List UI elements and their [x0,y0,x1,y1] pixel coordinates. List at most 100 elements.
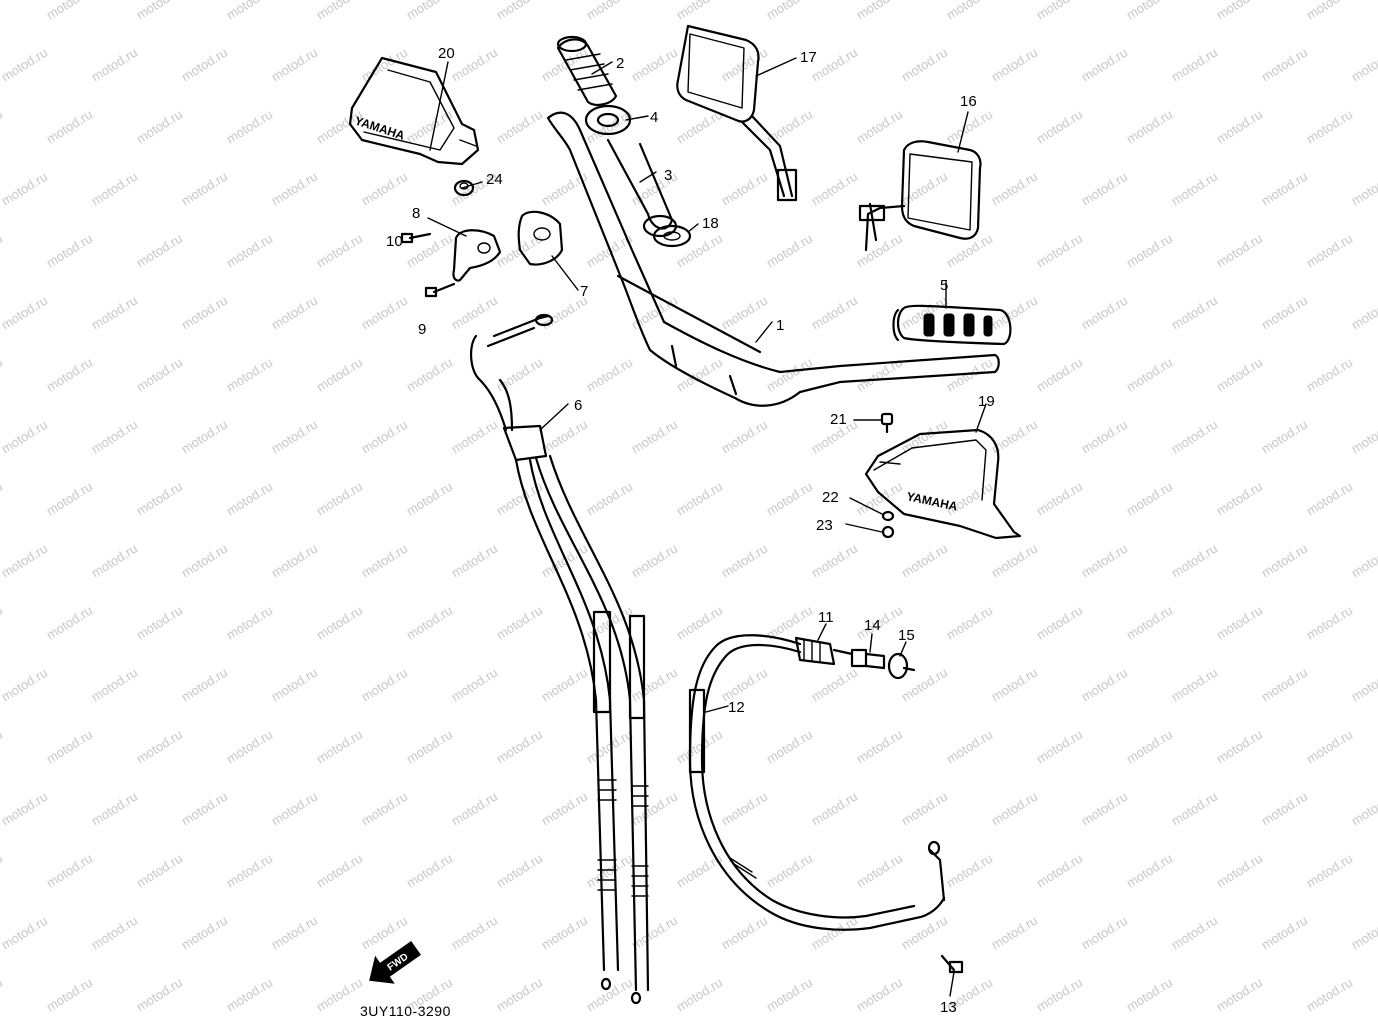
watermark-text: motod.ru [1349,789,1378,829]
watermark-text: motod.ru [89,665,140,705]
watermark-text: motod.ru [269,45,320,85]
part-num-9: 9 [418,321,426,338]
watermark-text: motod.ru [0,603,5,643]
watermark-text: motod.ru [134,851,185,891]
mirror-left [676,24,798,202]
watermark-text: motod.ru [1304,603,1355,643]
watermark-text: motod.ru [449,293,500,333]
watermark-text: motod.ru [1304,851,1355,891]
screw-10 [400,232,432,244]
watermark-text: motod.ru [404,479,455,519]
watermark-text: motod.ru [494,107,545,147]
watermark-text: motod.ru [1079,541,1130,581]
watermark-text: motod.ru [359,45,410,85]
watermark-text: motod.ru [44,727,95,767]
clutch-cable [688,634,946,931]
adjust-bolt [850,648,886,670]
part-num-21: 21 [830,411,847,428]
watermark-text: motod.ru [89,789,140,829]
watermark-text: motod.ru [0,169,50,209]
watermark-text: motod.ru [494,0,545,23]
watermark-text: motod.ru [1034,231,1085,271]
watermark-text: motod.ru [404,603,455,643]
watermark-text: motod.ru [629,665,680,705]
watermark-text: motod.ru [134,975,185,1015]
watermark-text: motod.ru [989,45,1040,85]
watermark-text: motod.ru [944,851,995,891]
watermark-text: motod.ru [269,913,320,953]
watermark-text: motod.ru [854,975,905,1015]
watermark-text: motod.ru [674,851,725,891]
watermark-text: motod.ru [989,789,1040,829]
watermark-text: motod.ru [1124,355,1175,395]
watermark-text: motod.ru [0,975,5,1015]
watermark-text: motod.ru [629,541,680,581]
watermark-text: motod.ru [269,417,320,457]
watermark-text: motod.ru [89,169,140,209]
watermark-text: motod.ru [764,0,815,23]
nut-23 [881,525,895,539]
watermark-text: motod.ru [359,169,410,209]
watermark-text: motod.ru [1214,727,1265,767]
watermark-text: motod.ru [1259,789,1310,829]
watermark-text: motod.ru [1259,665,1310,705]
watermark-text: motod.ru [0,231,5,271]
watermark-text: motod.ru [359,665,410,705]
watermark-text: motod.ru [539,417,590,457]
watermark-text: motod.ru [944,0,995,23]
watermark-text: motod.ru [224,107,275,147]
grip-collar [584,104,632,136]
watermark-text: motod.ru [44,107,95,147]
watermark-text: motod.ru [989,169,1040,209]
watermark-text: motod.ru [1214,107,1265,147]
watermark-text: motod.ru [809,789,860,829]
watermark-text: motod.ru [899,789,950,829]
watermark-text: motod.ru [0,727,5,767]
watermark-text: motod.ru [1034,975,1085,1015]
part-num-10: 10 [386,233,403,250]
watermark-text: motod.ru [89,293,140,333]
throttle-cable [470,313,650,1005]
watermark-text: motod.ru [1349,913,1378,953]
watermark-text: motod.ru [1169,541,1220,581]
part-num-24: 24 [486,171,503,188]
watermark-text: motod.ru [1169,789,1220,829]
watermark-text: motod.ru [1124,727,1175,767]
watermark-text: motod.ru [899,45,950,85]
watermark-text: motod.ru [314,603,365,643]
watermark-text: motod.ru [314,355,365,395]
watermark-text: motod.ru [1124,603,1175,643]
part-num-19: 19 [978,393,995,410]
brand-label-right: YAMAHA [905,489,959,513]
leader-lines [427,57,987,997]
watermark-text: motod.ru [854,727,905,767]
watermark-text: motod.ru [1034,0,1085,23]
watermark-text: motod.ru [404,355,455,395]
watermark-text: motod.ru [359,789,410,829]
watermark-text: motod.ru [0,479,5,519]
watermark-text: motod.ru [989,417,1040,457]
watermark-text: motod.ru [134,727,185,767]
watermark-text: motod.ru [134,479,185,519]
watermark-text: motod.ru [0,789,50,829]
left-grip [892,304,1012,346]
watermark-text: motod.ru [89,541,140,581]
watermark-text: motod.ru [1304,975,1355,1015]
watermark-text: motod.ru [584,355,635,395]
watermark-text: motod.ru [179,169,230,209]
watermark-text: motod.ru [0,45,50,85]
part-num-8: 8 [412,205,420,222]
watermark-text: motod.ru [134,355,185,395]
watermark-text: motod.ru [224,727,275,767]
watermark-text: motod.ru [1304,0,1355,23]
watermark-text: motod.ru [89,417,140,457]
watermark-text: motod.ru [1214,851,1265,891]
watermark-text: motod.ru [179,913,230,953]
watermark-text: motod.ru [1169,293,1220,333]
watermark-text: motod.ru [404,851,455,891]
watermark-text: motod.ru [899,169,950,209]
watermark-text: motod.ru [584,479,635,519]
watermark-text: motod.ru [134,603,185,643]
watermark-text: motod.ru [224,0,275,23]
part-num-16: 16 [960,93,977,110]
